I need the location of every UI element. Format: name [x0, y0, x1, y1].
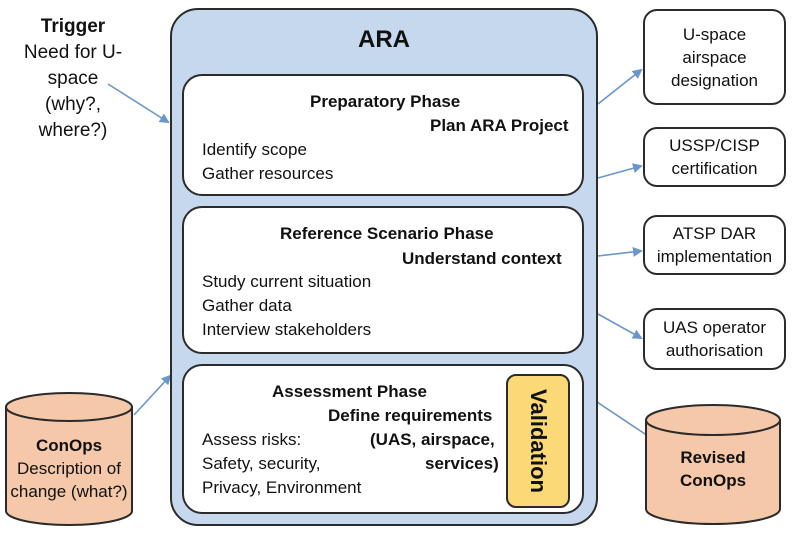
- conops-line: Description of: [17, 459, 121, 478]
- assessment-phase-box: Assessment Phase Define requirements (UA…: [182, 364, 584, 514]
- revised-conops-cylinder: [645, 404, 781, 525]
- output-dar-implementation: ATSP DAR implementation: [643, 215, 786, 275]
- phase-title: Reference Scenario Phase: [280, 224, 494, 243]
- conops-label: ConOps Description of change (what?): [6, 434, 132, 503]
- output-line: implementation: [656, 247, 773, 266]
- output-line: designation: [671, 70, 758, 90]
- arrow-ara-to-airspace: [597, 68, 643, 105]
- phase-item: Gather data: [202, 296, 292, 315]
- phase-item: Gather resources: [202, 164, 334, 183]
- revised-conops-line: ConOps: [679, 471, 747, 490]
- arrow-ara-to-dar: [597, 246, 643, 257]
- validation-box: Validation: [506, 374, 570, 508]
- arrow-ara-to-authorisation: [597, 313, 643, 339]
- phase-title: Preparatory Phase: [310, 92, 461, 111]
- trigger-line: where?): [38, 120, 108, 141]
- phase-subtitle: Plan ARA Project: [430, 116, 569, 135]
- phase-subtitle: Define requirements: [328, 406, 493, 425]
- output-operator-authorisation: UAS operator authorisation: [643, 308, 786, 370]
- preparatory-phase-box: Preparatory Phase Plan ARA Project Ident…: [182, 74, 584, 196]
- output-line: USSP/CISP: [669, 136, 760, 155]
- arrow-ara-to-certification: [597, 163, 643, 179]
- reference-scenario-phase-box: Reference Scenario Phase Understand cont…: [182, 206, 584, 354]
- output-line: ATSP DAR: [672, 224, 757, 243]
- trigger-line: (why?,: [45, 94, 101, 115]
- arrow-trigger-to-ara: [107, 83, 170, 124]
- trigger-label: Trigger Need for U- space (why?, where?): [8, 14, 138, 144]
- ara-title: ARA: [358, 26, 410, 53]
- phase-item: Interview stakeholders: [202, 320, 372, 339]
- phase-item: Identify scope: [202, 140, 307, 159]
- validation-label: Validation: [526, 389, 551, 493]
- conops-line: change (what?): [10, 482, 128, 501]
- phase-subtitle-detail: services): [425, 454, 499, 473]
- conops-cylinder: [5, 392, 133, 526]
- output-line: certification: [671, 159, 758, 178]
- phase-item: Safety, security,: [202, 454, 321, 473]
- trigger-title: Trigger: [40, 16, 106, 37]
- phase-item: Assess risks:: [202, 430, 302, 449]
- phase-item: Study current situation: [202, 272, 372, 291]
- phase-subtitle: Understand context: [402, 249, 562, 268]
- phase-subtitle-detail: (UAS, airspace,: [370, 430, 495, 449]
- output-line: authorisation: [665, 341, 764, 360]
- revised-conops-line: Revised: [680, 448, 746, 467]
- trigger-line: Need for U-: [23, 42, 123, 63]
- output-line: U-space: [682, 24, 747, 44]
- phase-item: Privacy, Environment: [202, 478, 362, 497]
- output-airspace-designation: U-space airspace designation: [643, 9, 786, 105]
- output-line: airspace: [682, 47, 747, 67]
- phase-title: Assessment Phase: [272, 382, 427, 401]
- trigger-line: space: [47, 68, 99, 89]
- output-certification: USSP/CISP certification: [643, 127, 786, 187]
- conops-title: ConOps: [35, 436, 103, 455]
- output-line: UAS operator: [663, 318, 766, 337]
- arrow-conops-to-ara: [133, 374, 172, 416]
- revised-conops-label: Revised ConOps: [646, 446, 780, 492]
